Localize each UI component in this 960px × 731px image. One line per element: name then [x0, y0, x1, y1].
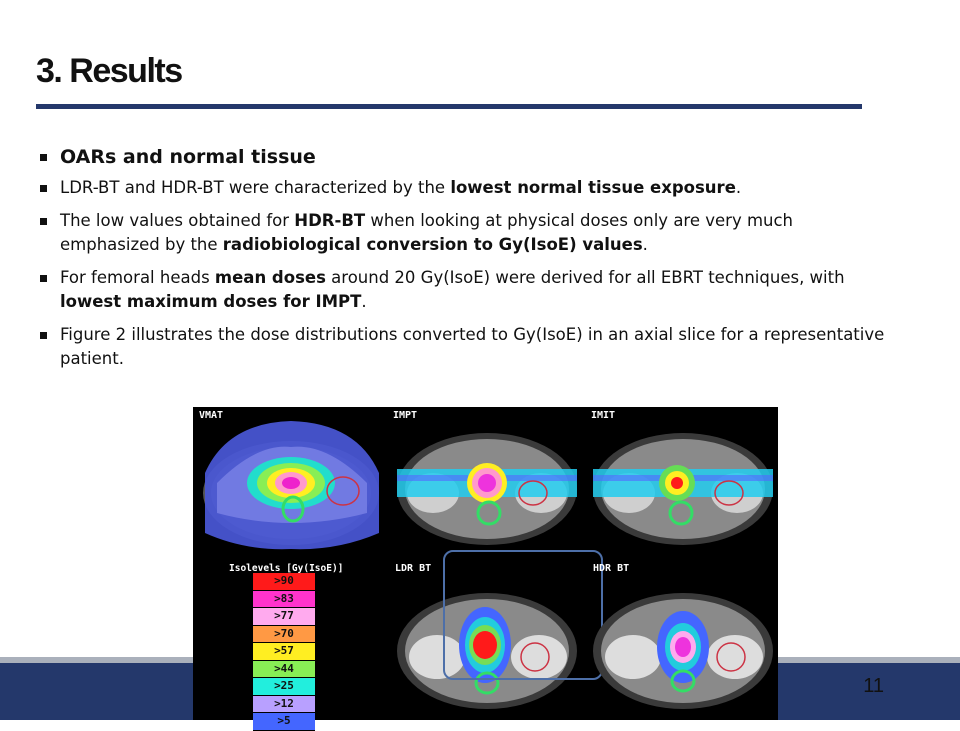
hdr-bt-dose-image: [593, 593, 773, 709]
bullet-square-icon: [40, 185, 47, 192]
legend-swatch: >70: [253, 625, 315, 643]
bullet-text: For femoral heads mean doses around 20 G…: [60, 268, 845, 311]
bullet-text-run: LDR-BT and HDR-BT were characterized by …: [60, 178, 451, 197]
highlight-frame: [443, 550, 603, 680]
legend-swatch: >57: [253, 643, 315, 661]
bullet-text: OARs and normal tissue: [60, 146, 316, 168]
dose-distribution-figure: VMAT IMPT IMIT: [193, 407, 778, 731]
bullet-square-icon: [40, 275, 47, 282]
bullet-text-run: when looking at physical doses only are …: [60, 211, 794, 254]
bullet-item: Figure 2 illustrates the dose distributi…: [38, 323, 888, 371]
legend-swatch: >90: [253, 573, 315, 591]
bullet-item: For femoral heads mean doses around 20 G…: [38, 266, 888, 314]
bullet-square-icon: [40, 154, 47, 161]
bullet-square-icon: [40, 332, 47, 339]
legend-swatch: >77: [253, 608, 315, 626]
vmat-dose-image: [203, 421, 379, 550]
bullet-text-run: Figure 2 illustrates the dose distributi…: [60, 325, 885, 368]
bullet-text-run: The low values obtained for: [60, 211, 295, 230]
panel-label-hdr-bt: HDR BT: [593, 563, 630, 574]
bullet-square-icon: [40, 218, 47, 225]
bullet-text-run: around 20 Gy(IsoE) were derived for all …: [325, 268, 845, 287]
bullet-text-run: radiobiological conversion to Gy(IsoE) v…: [222, 235, 643, 254]
bullet-text: The low values obtained for HDR-BT when …: [60, 211, 793, 254]
isolevel-legend: >90>83>77>70>57>44>25>12>5: [253, 573, 315, 731]
bullet-text: Figure 2 illustrates the dose distributi…: [60, 325, 884, 368]
legend-swatch: >83: [253, 590, 315, 608]
legend-swatch: >44: [253, 660, 315, 678]
panel-label-imit: IMIT: [591, 410, 616, 421]
bullet-text: LDR-BT and HDR-BT were characterized by …: [60, 178, 741, 197]
legend-swatch: >12: [253, 695, 315, 713]
bullet-text-run: For femoral heads: [60, 268, 215, 287]
panel-label-impt: IMPT: [393, 410, 418, 421]
bullet-text-run: .: [642, 235, 648, 254]
legend-title: Isolevels [Gy(IsoE)]: [229, 563, 344, 574]
bullet-text-run: HDR-BT: [294, 211, 366, 230]
impt-dose-image: [397, 433, 577, 545]
bullet-text-run: OARs and normal tissue: [60, 146, 316, 168]
title-underline: [36, 104, 862, 109]
bullet-item: OARs and normal tissue: [38, 144, 888, 170]
bullet-text-run: .: [361, 292, 367, 311]
bullet-text-run: .: [735, 178, 742, 197]
slide-title: 3. Results: [36, 52, 183, 90]
bullet-item: LDR-BT and HDR-BT were characterized by …: [38, 176, 888, 200]
legend-swatch: >25: [253, 678, 315, 696]
panel-label-vmat: VMAT: [199, 410, 224, 421]
bullet-item: The low values obtained for HDR-BT when …: [38, 209, 888, 257]
bullet-text-run: mean doses: [214, 268, 326, 287]
bullet-text-run: lowest normal tissue exposure: [450, 178, 736, 197]
legend-swatch: >5: [253, 713, 315, 731]
panel-label-ldr-bt: LDR BT: [395, 563, 432, 574]
imit-dose-image: [593, 433, 773, 545]
bullet-text-run: lowest maximum doses for IMPT: [60, 292, 362, 311]
bullet-list: OARs and normal tissue LDR-BT and HDR-BT…: [38, 144, 888, 380]
page-number: 11: [863, 675, 884, 697]
